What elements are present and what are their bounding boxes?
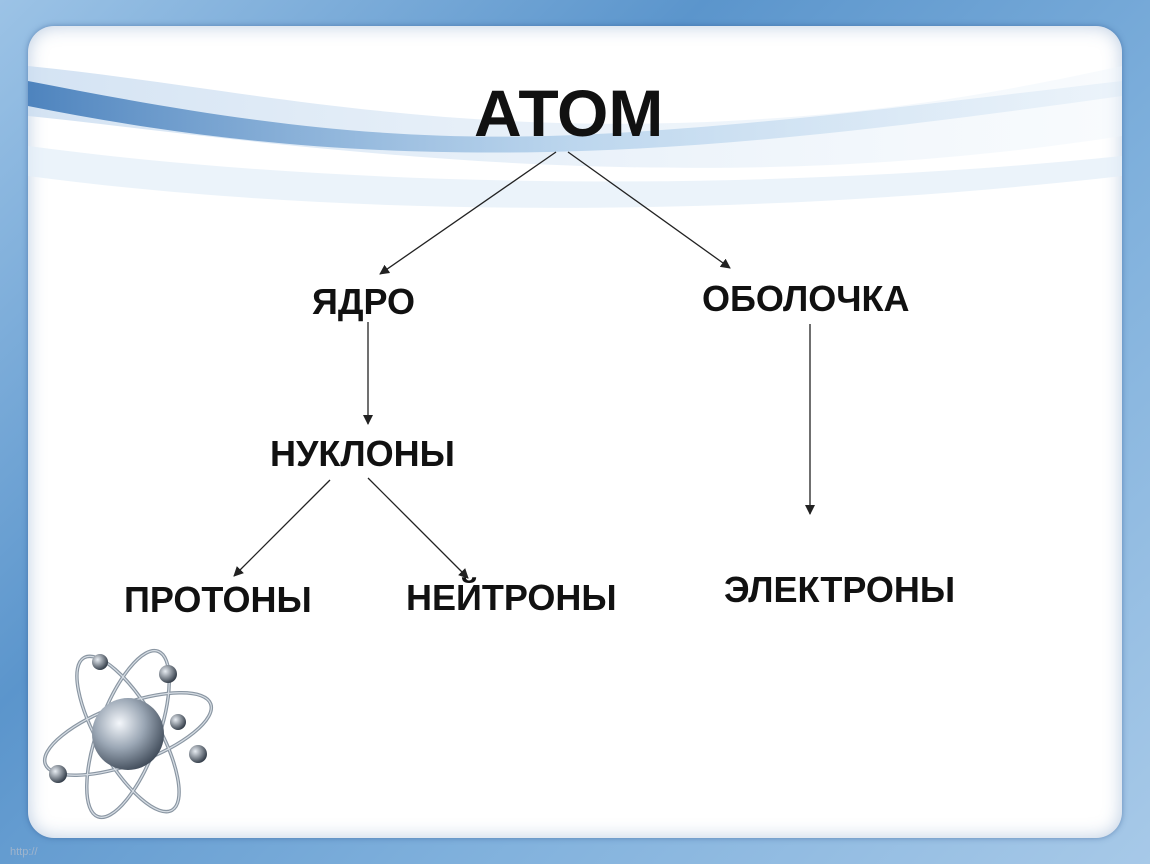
node-nucleons: НУКЛОНЫ <box>270 433 455 474</box>
node-atom: АТОМ <box>474 76 664 150</box>
node-neutrons: НЕЙТРОНЫ <box>406 577 617 618</box>
slide: АТОМ ЯДРО ОБОЛОЧКА НУКЛОНЫ ПРОТОНЫ НЕЙТР… <box>28 26 1122 838</box>
arrow-atom-to-shell <box>567 151 731 269</box>
arrow-atom-to-nucleus <box>379 151 557 275</box>
arrow-nucleons-to-neutrons <box>367 477 469 579</box>
node-electrons: ЭЛЕКТРОНЫ <box>724 569 956 610</box>
watermark-url: http:// <box>10 846 38 858</box>
node-shell: ОБОЛОЧКА <box>702 278 910 319</box>
node-nucleus: ЯДРО <box>312 281 416 322</box>
node-protons: ПРОТОНЫ <box>124 579 312 620</box>
header-swoosh <box>28 66 1122 208</box>
diagram-arrows <box>233 151 815 579</box>
arrow-nucleons-to-protons <box>233 479 331 577</box>
atom-model-icon <box>42 648 214 820</box>
